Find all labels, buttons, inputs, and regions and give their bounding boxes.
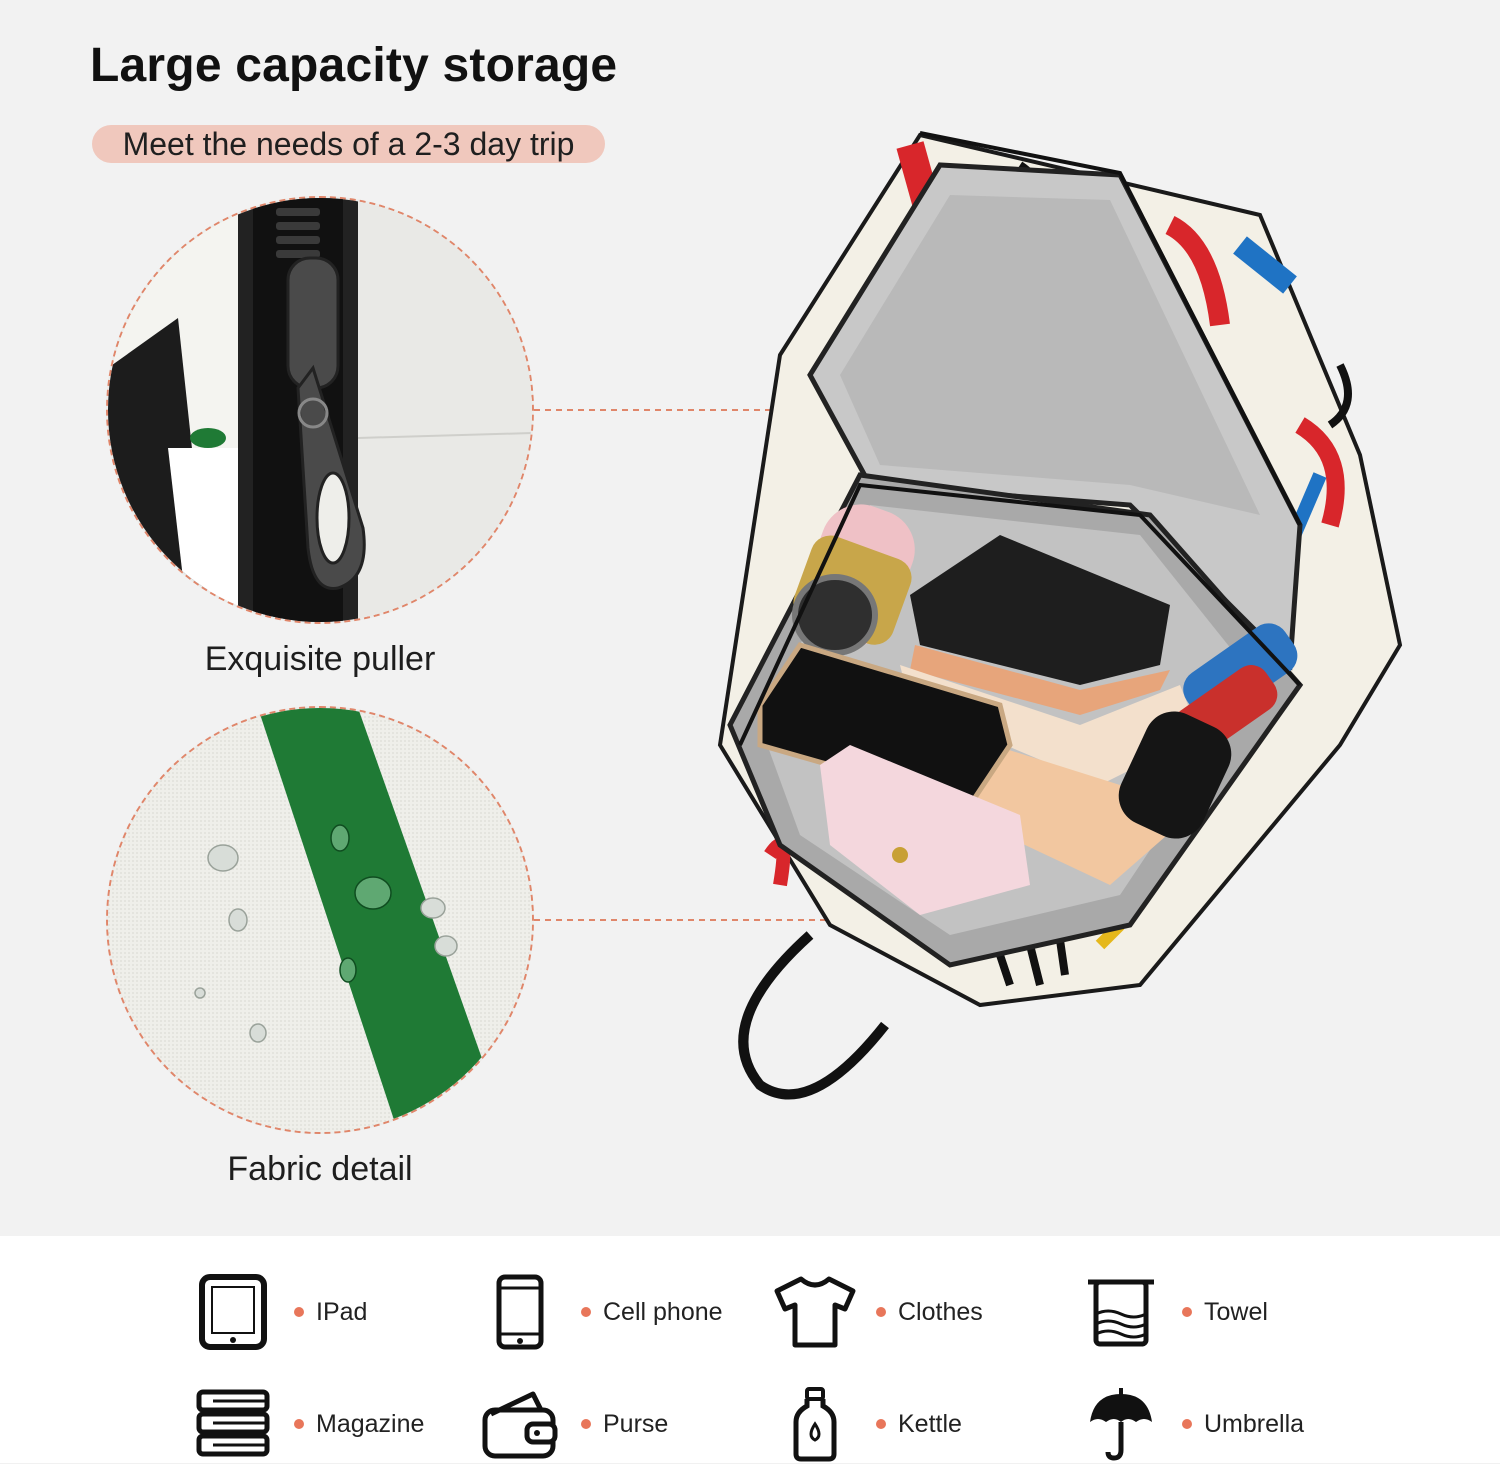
bullet-dot bbox=[876, 1419, 886, 1429]
bullet-dot bbox=[876, 1307, 886, 1317]
item-cell-phone: Cell phone bbox=[477, 1272, 723, 1352]
item-magazine: Magazine bbox=[190, 1384, 424, 1464]
bullet-dot bbox=[1182, 1419, 1192, 1429]
item-towel: Towel bbox=[1078, 1272, 1268, 1352]
bullet-dot bbox=[1182, 1307, 1192, 1317]
item-ipad: IPad bbox=[190, 1272, 367, 1352]
puller-caption: Exquisite puller bbox=[204, 640, 436, 678]
item-label: IPad bbox=[316, 1297, 368, 1326]
fabric-caption: Fabric detail bbox=[227, 1150, 413, 1188]
bullet-dot bbox=[581, 1307, 591, 1317]
item-label: Clothes bbox=[898, 1297, 983, 1326]
backpack-image bbox=[700, 125, 1460, 1115]
item-label: Umbrella bbox=[1204, 1409, 1305, 1438]
bullet-dot bbox=[294, 1419, 304, 1429]
wallet-icon bbox=[477, 1384, 563, 1464]
magazine-stack-icon bbox=[190, 1384, 276, 1464]
item-purse: Purse bbox=[477, 1384, 668, 1464]
tshirt-icon bbox=[772, 1272, 858, 1352]
tablet-icon bbox=[190, 1272, 276, 1352]
item-kettle: Kettle bbox=[772, 1384, 962, 1464]
item-label: Magazine bbox=[316, 1409, 425, 1438]
puller-detail-image bbox=[106, 196, 534, 624]
item-label: Kettle bbox=[898, 1409, 962, 1438]
page-title: Large capacity storage bbox=[90, 39, 618, 92]
towel-icon bbox=[1078, 1272, 1164, 1352]
item-label: Towel bbox=[1204, 1297, 1268, 1326]
subtitle-pill: Meet the needs of a 2-3 day trip bbox=[92, 125, 605, 163]
phone-icon bbox=[477, 1272, 563, 1352]
item-label: Cell phone bbox=[603, 1297, 723, 1326]
bullet-dot bbox=[294, 1307, 304, 1317]
bullet-dot bbox=[581, 1419, 591, 1429]
item-label: Purse bbox=[603, 1409, 669, 1438]
item-umbrella: Umbrella bbox=[1078, 1384, 1304, 1464]
umbrella-icon bbox=[1078, 1384, 1164, 1464]
bottle-icon bbox=[772, 1384, 858, 1464]
item-clothes: Clothes bbox=[772, 1272, 983, 1352]
fabric-detail-image bbox=[106, 706, 534, 1134]
